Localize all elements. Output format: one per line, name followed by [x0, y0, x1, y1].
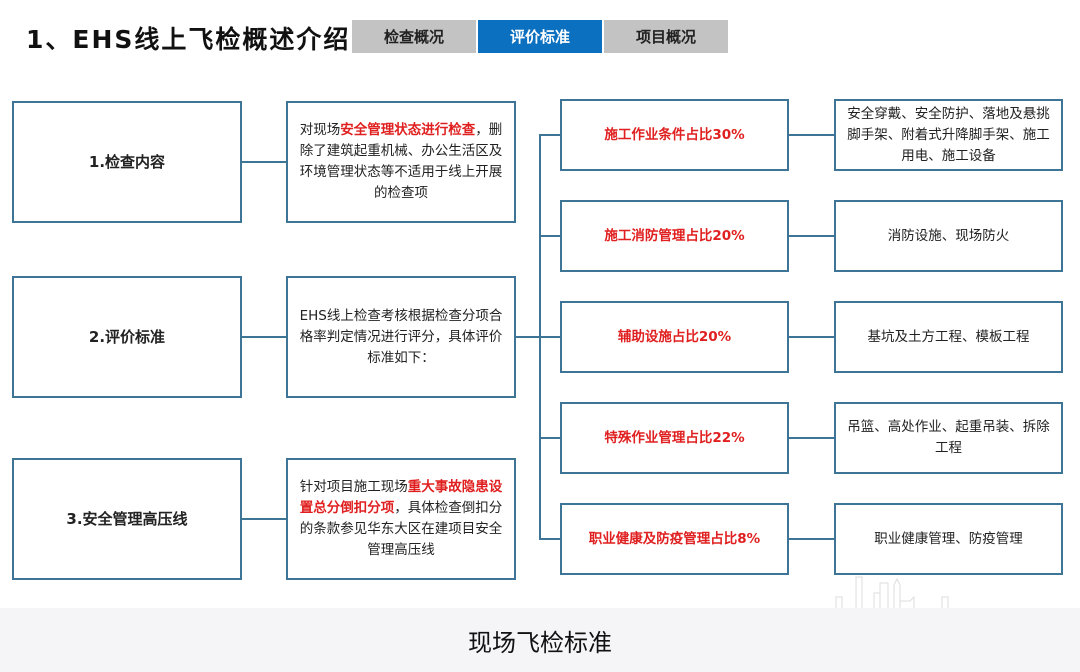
tab-inspection-overview[interactable]: 检查概况 [352, 20, 476, 53]
section-evaluation-standard: 2.评价标准 [12, 276, 242, 398]
connector-line [516, 336, 540, 338]
criterion-box: 辅助设施占比20% [560, 301, 789, 373]
criterion-detail: 职业健康管理、防疫管理 [834, 503, 1063, 575]
connector-line [242, 161, 286, 163]
connector-line [789, 235, 834, 237]
criterion-box: 特殊作业管理占比22% [560, 402, 789, 474]
tab-evaluation-standard[interactable]: 评价标准 [478, 20, 602, 53]
section-inspection-content: 1.检查内容 [12, 101, 242, 223]
connector-line [539, 437, 560, 439]
criterion-box: 职业健康及防疫管理占比8% [560, 503, 789, 575]
connector-line [789, 437, 834, 439]
description-text: ，删除了建筑起重机械、办公生活区及环境管理状态等不适用于线上开展的检查项 [299, 122, 503, 201]
criterion-box: 施工作业条件占比30% [560, 99, 789, 171]
description-text: ，具体检查倒扣分的条款参见华东大区在建项目安全管理高压线 [299, 500, 503, 558]
connector-line [789, 134, 834, 136]
criterion-detail: 基坑及土方工程、模板工程 [834, 301, 1063, 373]
connector-line [539, 538, 560, 540]
criterion-detail: 消防设施、现场防火 [834, 200, 1063, 272]
criterion-detail: 吊篮、高处作业、起重吊装、拆除工程 [834, 402, 1063, 474]
connector-line [539, 235, 560, 237]
description-box: EHS线上检查考核根据检查分项合格率判定情况进行评分，具体评价标准如下： [286, 276, 516, 398]
tab-bar: 检查概况 评价标准 项目概况 [352, 20, 730, 53]
description-text: 针对项目施工现场 [299, 479, 408, 495]
description-box: 针对项目施工现场重大事故隐患设置总分倒扣分项，具体检查倒扣分的条款参见华东大区在… [286, 458, 516, 580]
connector-line [789, 336, 834, 338]
description-text: EHS线上检查考核根据检查分项合格率判定情况进行评分，具体评价标准如下： [299, 307, 503, 366]
criterion-detail: 安全穿戴、安全防护、落地及悬挑脚手架、附着式升降脚手架、施工用电、施工设备 [834, 99, 1063, 171]
connector-line [242, 518, 286, 520]
description-highlight: 重大事故隐患设置总分倒扣分项 [299, 479, 503, 516]
description-box: 对现场安全管理状态进行检查，删除了建筑起重机械、办公生活区及环境管理状态等不适用… [286, 101, 516, 223]
footer-caption: 现场飞检标准 [0, 608, 1080, 672]
description-highlight: 安全管理状态进行检查 [340, 122, 476, 138]
section-safety-redline: 3.安全管理高压线 [12, 458, 242, 580]
criterion-box: 施工消防管理占比20% [560, 200, 789, 272]
page-title: 1、EHS线上飞检概述介绍 [26, 25, 351, 54]
connector-line [539, 134, 560, 136]
connector-line [539, 336, 560, 338]
description-text: 对现场 [299, 122, 341, 138]
skyline-decoration-icon [835, 576, 949, 609]
connector-line [242, 336, 286, 338]
tab-project-overview[interactable]: 项目概况 [604, 20, 728, 53]
connector-line [789, 538, 834, 540]
